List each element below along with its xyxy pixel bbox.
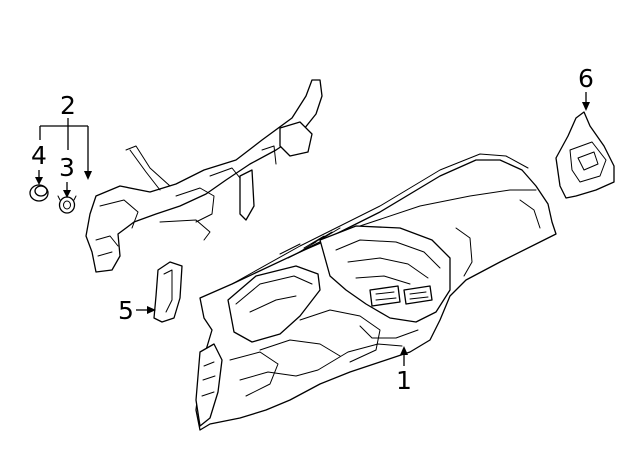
bracket-part-5 bbox=[153, 261, 183, 323]
instrument-panel bbox=[195, 153, 557, 431]
cross-car-beam bbox=[85, 79, 323, 273]
grommet-part-4 bbox=[29, 184, 49, 202]
leader-lines bbox=[35, 92, 590, 366]
callout-2: 2 bbox=[60, 91, 76, 120]
bushing-part-3 bbox=[57, 195, 77, 214]
callout-1: 1 bbox=[396, 366, 412, 395]
side-cover-part-6 bbox=[555, 111, 615, 199]
callout-6: 6 bbox=[578, 64, 594, 93]
callout-4: 4 bbox=[31, 141, 47, 170]
callout-3: 3 bbox=[59, 153, 75, 182]
callout-5: 5 bbox=[118, 296, 134, 325]
